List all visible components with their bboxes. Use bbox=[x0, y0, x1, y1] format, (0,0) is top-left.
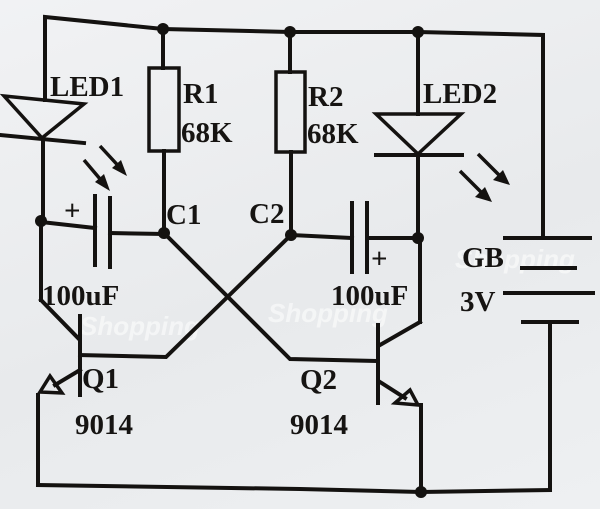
capacitor-left: + 100uF bbox=[35, 194, 166, 312]
r2-value: 68K bbox=[307, 118, 359, 150]
r1-body bbox=[147, 66, 181, 153]
watermark-text-2: Shopping bbox=[268, 298, 388, 328]
led1-diode-triangle bbox=[0, 93, 89, 141]
cross-wire-c1-to-q2-base bbox=[161, 230, 378, 364]
led2-light-arrows-icon bbox=[458, 152, 510, 202]
led1: LED1 bbox=[0, 71, 127, 223]
led2-diode-triangle bbox=[371, 112, 466, 157]
junction-node-bottom bbox=[415, 486, 427, 498]
q2-emitter-arrow-icon bbox=[390, 387, 422, 408]
cap-right-value: 100uF bbox=[331, 280, 408, 312]
q1-emitter-arrow-icon bbox=[36, 372, 66, 395]
cap-left-value: 100uF bbox=[42, 280, 119, 312]
r1-label: R1 bbox=[183, 78, 218, 110]
transistor-q1: Q1 9014 bbox=[36, 220, 133, 487]
cross-wire-c2-to-q1-base bbox=[77, 232, 294, 360]
transistor-q2: Q2 9014 bbox=[290, 236, 423, 494]
capacitor-right: + 100uF bbox=[288, 201, 424, 312]
top-rail-wire bbox=[43, 14, 545, 240]
r2-body bbox=[274, 70, 307, 154]
c1-label: C1 bbox=[166, 199, 201, 231]
r2-label: R2 bbox=[308, 81, 343, 113]
led1-label: LED1 bbox=[50, 71, 124, 103]
resistor-r2: R2 68K bbox=[274, 30, 359, 237]
watermark-text-1: Shopping bbox=[80, 311, 200, 341]
led2: LED2 bbox=[371, 30, 510, 240]
led1-light-arrows-icon bbox=[82, 144, 127, 191]
watermark: Shopping Shopping Shopping bbox=[80, 244, 575, 341]
r1-value: 68K bbox=[181, 117, 233, 149]
q1-part: 9014 bbox=[75, 409, 133, 441]
battery-gb: GB 3V bbox=[460, 236, 595, 492]
battery-label: GB bbox=[462, 242, 504, 274]
q1-label: Q1 bbox=[82, 363, 119, 395]
battery-value: 3V bbox=[460, 286, 496, 318]
bottom-rail-wire bbox=[35, 482, 553, 495]
cap-right-polarity: + bbox=[371, 243, 388, 275]
c2-label: C2 bbox=[249, 198, 284, 230]
led2-label: LED2 bbox=[423, 78, 497, 110]
q2-part: 9014 bbox=[290, 409, 348, 441]
resistor-r1: R1 68K bbox=[147, 27, 233, 235]
q2-label: Q2 bbox=[300, 364, 337, 396]
cap-left-polarity: + bbox=[64, 195, 81, 227]
